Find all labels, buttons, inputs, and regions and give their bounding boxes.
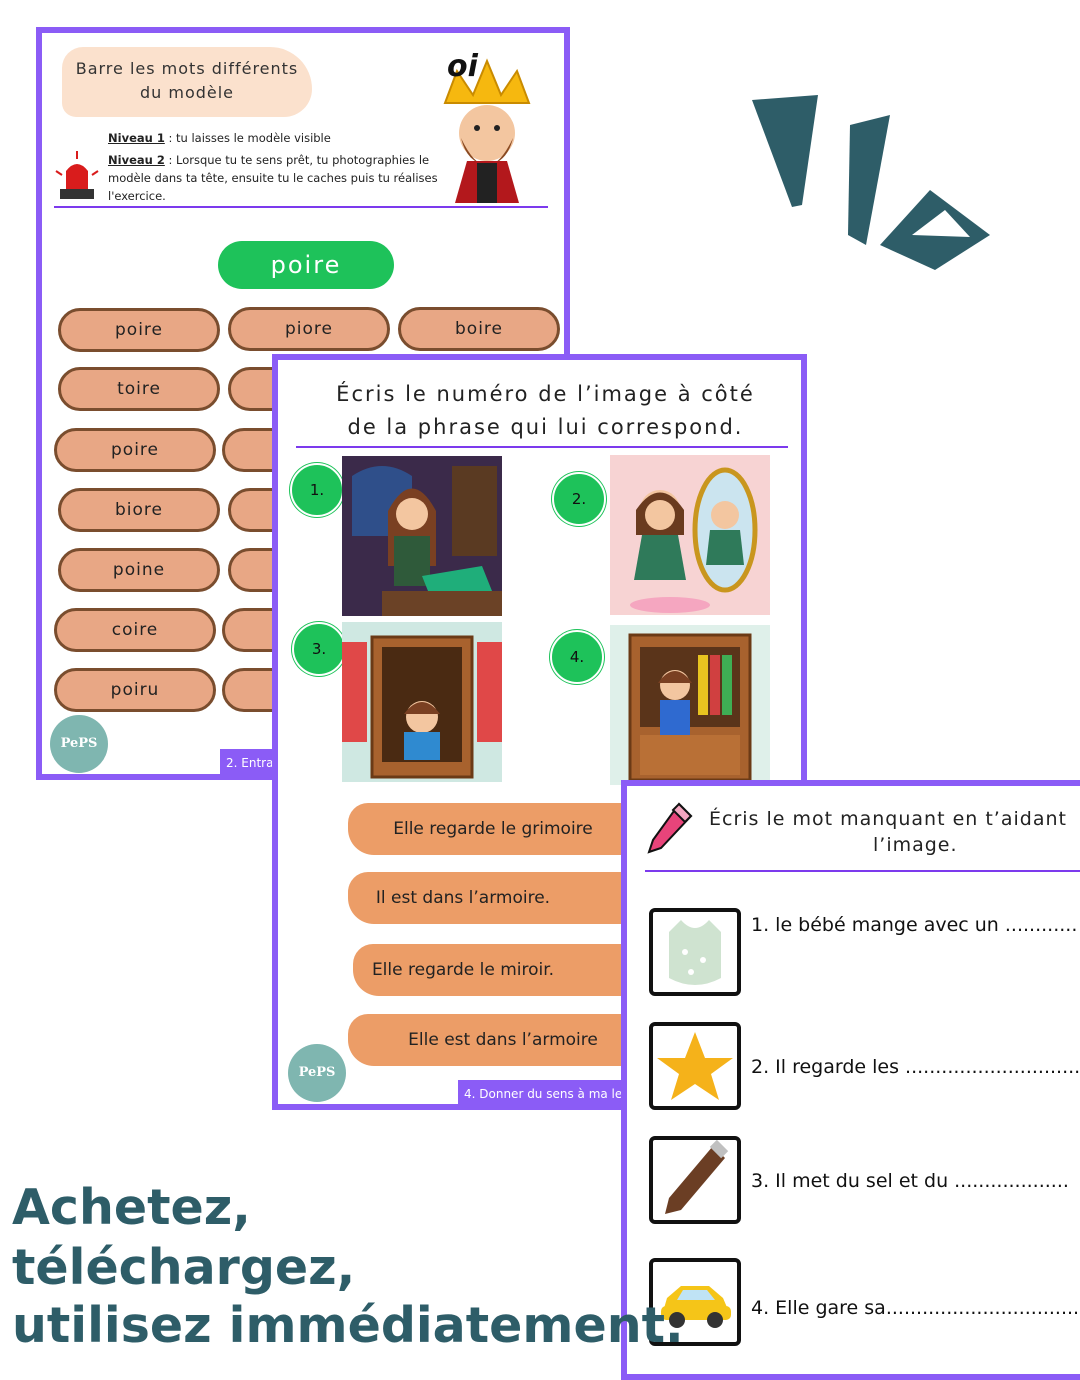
model-word: poire	[218, 241, 394, 289]
missing-word-line-2[interactable]: 2. Il regarde les ......................…	[751, 1056, 1080, 1078]
picture-star	[649, 1022, 741, 1110]
sheet1-title: Barre les mots différents du modèle	[62, 47, 312, 117]
sheet2-heading-line1: Écris le numéro de l’image à côté	[336, 382, 755, 406]
worksheet-mot-manquant: Écris le mot manquant en t’aidant l’imag…	[621, 780, 1080, 1380]
image-armoire-garcon	[342, 622, 502, 782]
divider	[54, 206, 548, 208]
picture-bib	[649, 908, 741, 996]
picture-pepper	[649, 1136, 741, 1224]
level2-instruction: Niveau 2 : Lorsque tu te sens prêt, tu p…	[108, 153, 438, 203]
word-pill[interactable]: toire	[58, 367, 220, 411]
sheet2-heading-line2: de la phrase qui lui correspond.	[347, 415, 744, 439]
badge-text: oi	[447, 49, 478, 84]
image-number-1: 1.	[290, 463, 344, 517]
brand-mark-icon	[752, 95, 990, 270]
peps-logo: PePS	[50, 715, 108, 773]
sentence-3[interactable]: Elle regarde le miroir.	[353, 944, 643, 996]
girl-mirror-icon	[610, 455, 770, 615]
image-number-2: 2.	[552, 472, 606, 526]
girl-wardrobe-icon	[610, 625, 770, 785]
sentence-1[interactable]: Elle regarde le grimoire	[348, 803, 638, 855]
level1-instruction: Niveau 1 : tu laisses le modèle visible	[108, 131, 331, 145]
peps-logo: PePS	[288, 1044, 346, 1102]
missing-word-line-4[interactable]: 4. Elle gare sa.........................…	[751, 1297, 1080, 1319]
promo-line-1: Achetez,	[12, 1179, 251, 1236]
word-pill[interactable]: poine	[58, 548, 220, 592]
word-pill[interactable]: poire	[58, 308, 220, 352]
girl-grimoire-icon	[342, 456, 502, 616]
worksheet-numero-image: Écris le numéro de l’image à côté de la …	[272, 354, 807, 1110]
star-icon	[657, 1032, 733, 1100]
word-pill[interactable]: boire	[398, 307, 560, 351]
divider	[645, 870, 1080, 872]
promo-line-3: utilisez immédiatement.	[12, 1297, 684, 1354]
sentence-4[interactable]: Elle est dans l’armoire	[348, 1014, 638, 1066]
bib-icon	[669, 920, 721, 985]
image-armoire-fille	[610, 625, 770, 785]
word-pill[interactable]: piore	[228, 307, 390, 351]
missing-word-line-3[interactable]: 3. Il met du sel et du .................…	[751, 1170, 1069, 1192]
sheet3-heading-line2: l’image.	[873, 834, 958, 856]
divider	[296, 446, 788, 448]
image-miroir	[610, 455, 770, 615]
alarm-light-icon	[55, 151, 99, 199]
image-number-3: 3.	[292, 622, 346, 676]
pepper-mill-icon	[665, 1140, 729, 1214]
boy-wardrobe-icon	[342, 622, 502, 782]
word-pill[interactable]: poiru	[54, 668, 216, 712]
word-pill[interactable]: biore	[58, 488, 220, 532]
pencil-icon	[647, 802, 693, 854]
car-icon	[661, 1286, 731, 1328]
word-pill[interactable]: coire	[54, 608, 216, 652]
image-number-4: 4.	[550, 630, 604, 684]
image-grimoire	[342, 456, 502, 616]
missing-word-line-1[interactable]: 1. le bébé mange avec un ............	[751, 914, 1078, 936]
word-pill[interactable]: poire	[54, 428, 216, 472]
sentence-2[interactable]: Il est dans l’armoire.	[348, 872, 638, 924]
picture-car	[649, 1258, 741, 1346]
promo-line-2: téléchargez,	[12, 1239, 356, 1296]
sheet3-heading-line1: Écris le mot manquant en t’aidant	[709, 808, 1067, 830]
king-illustration-icon	[443, 58, 531, 203]
